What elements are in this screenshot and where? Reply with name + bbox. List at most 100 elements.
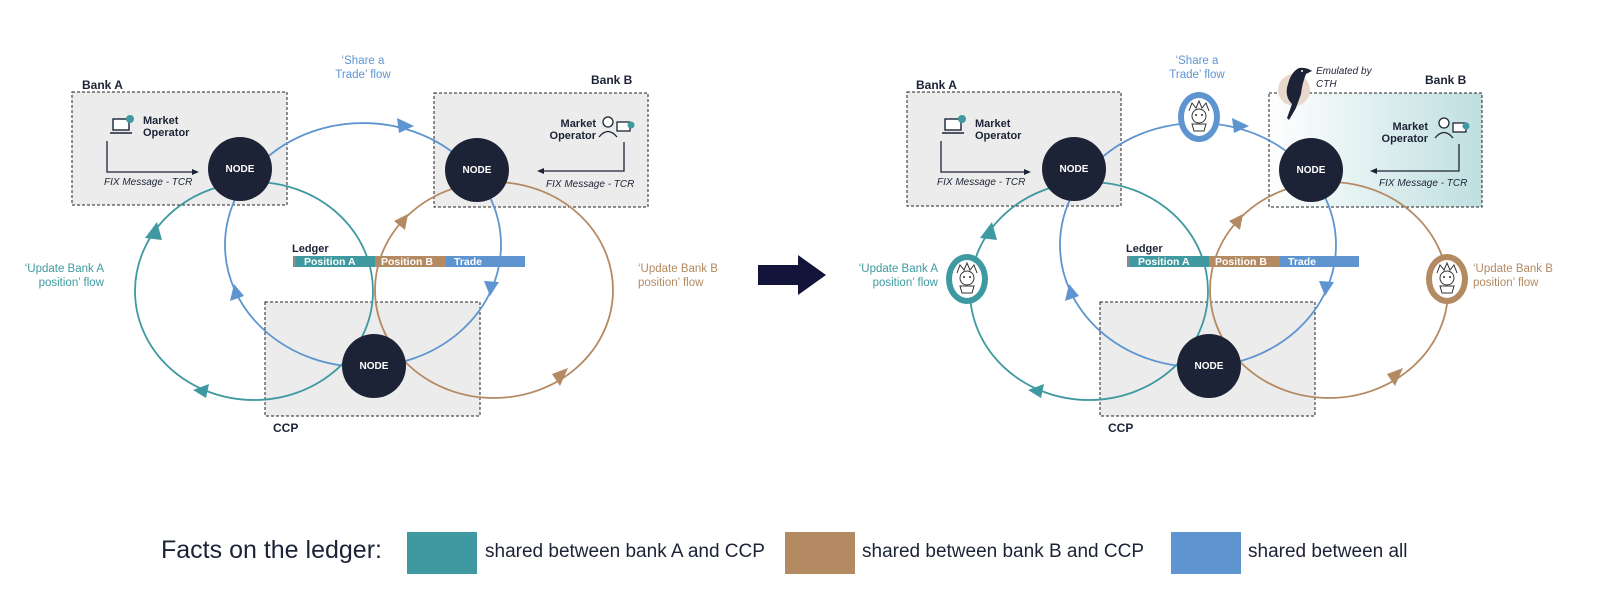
panel-before: Ledger Position A Position B Trade NODE …: [25, 55, 719, 435]
fix-message-label: FIX Message - TCR: [546, 179, 634, 190]
legend-title: Facts on the ledger:: [161, 536, 382, 564]
ledger-position-b: [1209, 256, 1280, 267]
update-a-flow-label: position’ flow: [39, 277, 105, 289]
ccp-title: CCP: [273, 421, 298, 435]
update-b-flow-label: ‘Update Bank B: [638, 263, 718, 275]
market-operator-label: Market: [1393, 121, 1429, 133]
ledger-position-b-label: Position B: [1215, 256, 1267, 268]
user-laptop-icon: [1434, 117, 1470, 139]
legend-swatch-brown: [785, 532, 855, 574]
bird-icon: [1278, 67, 1312, 120]
emulated-label: CTH: [1316, 79, 1337, 90]
arrowhead: [552, 368, 568, 386]
ledger-trade-label: Trade: [454, 256, 482, 268]
arrowhead: [394, 214, 408, 230]
arrowhead: [1319, 281, 1334, 296]
hedgehog-icon: [1178, 92, 1220, 142]
market-operator-label: Operator: [975, 130, 1022, 142]
node-label: NODE: [463, 165, 492, 176]
ccp-title: CCP: [1108, 421, 1133, 435]
update-b-flow-label: ‘Update Bank B: [1473, 263, 1553, 275]
arrowhead: [230, 284, 244, 301]
market-operator-label: Market: [561, 118, 597, 130]
hedgehog-icon: [1426, 254, 1468, 304]
arrowhead: [484, 281, 499, 296]
update-bank-a-flow: [134, 181, 374, 401]
node-label: NODE: [1060, 164, 1089, 175]
ledger-position-a-label: Position A: [1138, 256, 1190, 268]
node-ccp: [1177, 334, 1241, 398]
hedgehog-icon: [946, 254, 988, 304]
ledger-trade-label: Trade: [1288, 256, 1316, 268]
market-operator-label: Operator: [143, 127, 190, 139]
share-trade-flow: [224, 122, 502, 368]
bank-b-title: Bank B: [1425, 73, 1467, 87]
share-flow-label: Trade’ flow: [1169, 69, 1225, 81]
node-bank-a: [208, 137, 272, 201]
update-bank-b-flow: [374, 181, 614, 399]
fix-message-label: FIX Message - TCR: [1379, 178, 1467, 189]
update-a-flow-label: ‘Update Bank A: [859, 263, 939, 275]
legend-item-label: shared between bank B and CCP: [862, 541, 1144, 562]
legend: Facts on the ledger: shared between bank…: [161, 532, 1408, 574]
emulated-label: Emulated by: [1316, 66, 1373, 77]
update-b-flow-label: position’ flow: [638, 277, 704, 289]
ledger-position-b-label: Position B: [381, 256, 433, 268]
legend-item-label: shared between bank A and CCP: [485, 541, 765, 562]
node-label: NODE: [1297, 165, 1326, 176]
ledger-title: Ledger: [1126, 243, 1163, 255]
share-flow-label: ‘Share a: [1176, 55, 1219, 67]
fix-arrow-bank-a: [106, 141, 196, 173]
ledger-position-a-label: Position A: [304, 256, 356, 268]
market-operator-label: Operator: [1382, 133, 1429, 145]
arrowhead: [193, 384, 209, 398]
arrowhead: [192, 169, 199, 175]
fix-arrow-bank-a: [940, 141, 1027, 173]
ledger-cap: [293, 256, 296, 267]
arrowhead: [537, 168, 544, 174]
update-a-flow-label: ‘Update Bank A: [25, 263, 105, 275]
arrowhead: [1028, 384, 1044, 398]
share-trade-flow: [1059, 122, 1337, 368]
laptop-icon: [110, 115, 134, 134]
update-a-flow-label: position’ flow: [873, 277, 939, 289]
update-b-flow-label: position’ flow: [1473, 277, 1539, 289]
arrowhead: [397, 118, 414, 133]
bank-a-title: Bank A: [916, 78, 957, 92]
arrowhead: [1387, 368, 1403, 386]
legend-swatch-blue: [1171, 532, 1241, 574]
arrowhead: [1232, 118, 1249, 133]
legend-item-label: shared between all: [1248, 541, 1408, 562]
ledger-cap: [1127, 256, 1130, 267]
ledger-position-a: [1130, 256, 1209, 267]
fix-arrow-bank-b: [541, 142, 625, 172]
arrowhead: [1024, 169, 1031, 175]
arrowhead: [1065, 284, 1079, 301]
node-bank-b: [1279, 138, 1343, 202]
node-label: NODE: [226, 164, 255, 175]
ledger-title: Ledger: [292, 243, 329, 255]
arrowhead: [1229, 214, 1243, 230]
panel-after: Ledger Position A Position B Trade NODE …: [859, 55, 1554, 435]
share-flow-label: ‘Share a: [342, 55, 385, 67]
fix-message-label: FIX Message - TCR: [937, 177, 1025, 188]
fix-message-label: FIX Message - TCR: [104, 177, 192, 188]
ledger-position-a: [296, 256, 375, 267]
node-bank-b: [445, 138, 509, 202]
market-operator-label: Operator: [550, 130, 597, 142]
node-bank-a: [1042, 137, 1106, 201]
node-label: NODE: [360, 361, 389, 372]
fix-arrow-bank-b: [1374, 144, 1460, 172]
ledger-position-b: [375, 256, 446, 267]
market-operator-label: Market: [975, 118, 1011, 130]
transition-arrow-icon: [758, 255, 826, 295]
node-ccp: [342, 334, 406, 398]
node-label: NODE: [1195, 361, 1224, 372]
ledger-trade: [446, 256, 525, 267]
legend-swatch-teal: [407, 532, 477, 574]
ledger-trade: [1280, 256, 1359, 267]
bank-a-title: Bank A: [82, 78, 123, 92]
user-laptop-icon: [598, 116, 635, 138]
share-flow-label: Trade’ flow: [335, 69, 391, 81]
